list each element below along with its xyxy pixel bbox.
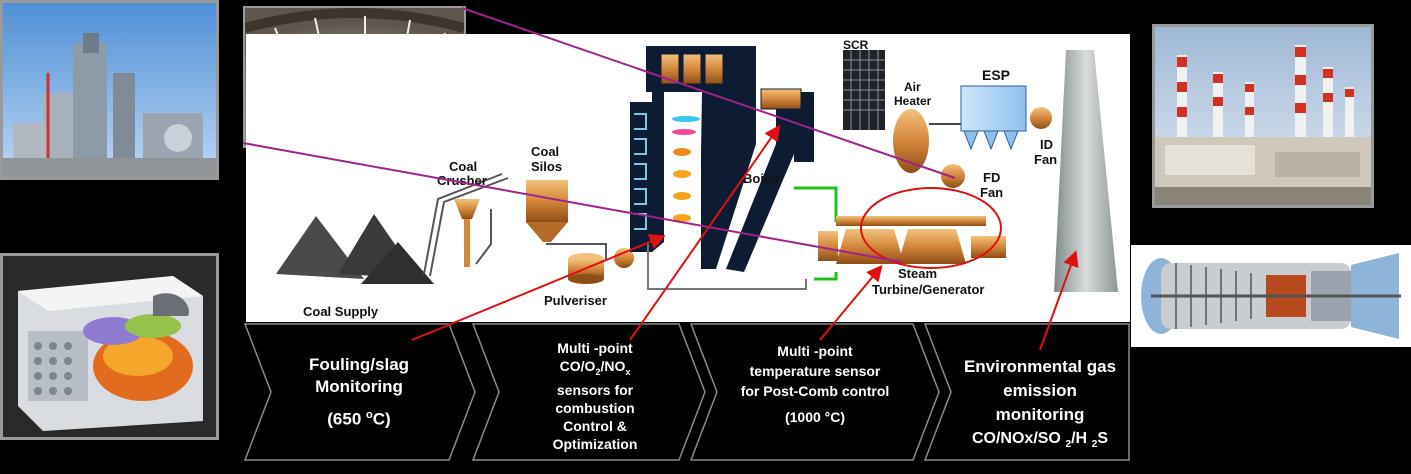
caption-combustion-line1: Multi -point (557, 340, 633, 356)
caption-combustion-gases: CO/O2/NOx (500, 357, 690, 381)
caption-fouling-slag: Fouling/slag Monitoring (650 oC) (270, 354, 448, 431)
esp-icon (960, 85, 1027, 151)
refinery-photo (0, 0, 219, 180)
coal-piles (276, 214, 434, 284)
caption-o2-sub: 2 (595, 366, 601, 377)
caption-fouling-line1: Fouling/slag (308, 355, 410, 374)
label-coal-silos-1: Coal (531, 144, 560, 159)
caption-emission-monitoring: Environmental gas emission monitoring CO… (935, 355, 1145, 457)
caption-temp-line2: temperature sensor (749, 363, 881, 379)
caption-emission-line1: Environmental gas (963, 357, 1117, 376)
label-air-heater-2: Heater (894, 94, 932, 108)
caption-fouling-line2: Monitoring (315, 377, 403, 396)
caption-fouling-temp: (650 oC) (270, 404, 448, 431)
pulveriser-icon (568, 248, 634, 284)
label-boiler: Boiler (743, 171, 780, 186)
caption-no: /NO (600, 358, 626, 374)
furnace-cutaway-photo (0, 253, 219, 440)
coal-silo-icon (526, 180, 568, 242)
scr-icon (843, 50, 885, 130)
label-id-fan-2: Fan (1034, 152, 1058, 167)
caption-nox-sub: x (625, 366, 631, 377)
label-id-fan-1: ID (1040, 137, 1053, 152)
caption-emission-line2: emission (1003, 381, 1077, 400)
label-fd-fan-2: Fan (980, 185, 1004, 200)
label-esp: ESP (982, 67, 1011, 83)
caption-chevron-band (243, 323, 1130, 461)
caption-h2-sub: 2 (1091, 439, 1098, 451)
caption-fouling-temp-value: (650 (327, 409, 367, 429)
caption-combustion-line5: Control & (563, 417, 627, 434)
label-fd-fan-1: FD (983, 170, 1001, 185)
caption-temp-line3: for Post-Comb control (740, 383, 890, 399)
caption-combustion-line6: Optimization (552, 435, 638, 452)
fd-fan-icon (941, 164, 965, 188)
label-scr: SCR (843, 38, 869, 52)
label-coal-silos-2: Silos (531, 159, 563, 174)
caption-temperature-sensor: Multi -point temperature sensor for Post… (710, 341, 920, 427)
chimney-stack-icon (1054, 50, 1118, 292)
label-air-heater-1: Air (904, 80, 921, 94)
boiler-icon (630, 46, 814, 272)
caption-combustion-sensors: Multi -point CO/O2/NOx sensors for combu… (500, 339, 690, 453)
coal-crusher-icon (454, 199, 480, 267)
caption-h: /H (1071, 430, 1092, 447)
caption-temp-line4: (1000 °C) (784, 409, 846, 425)
caption-fouling-degree: o (366, 409, 373, 421)
caption-co-nox-so: CO/NOx/SO (971, 430, 1066, 447)
caption-emission-line3: monitoring (995, 405, 1085, 424)
gas-turbine-image (1131, 245, 1411, 347)
power-plant-photo (1152, 24, 1374, 208)
caption-co-o: CO/O (559, 358, 596, 374)
caption-s: S (1097, 430, 1109, 447)
label-turbine-generator: Turbine/Generator (872, 282, 985, 297)
caption-combustion-line3: sensors for (556, 381, 634, 398)
caption-temp-line1: Multi -point (777, 343, 853, 359)
label-coal-crusher-1: Coal (449, 159, 478, 174)
air-heater-icon (893, 109, 961, 173)
label-coal-supply: Coal Supply (303, 304, 379, 319)
power-plant-diagram: Coal Supply Coal Crusher Coal Silos Pulv… (246, 34, 1130, 322)
caption-combustion-line4: combustion (555, 399, 635, 416)
label-pulveriser: Pulveriser (544, 293, 607, 308)
caption-so2-sub: 2 (1065, 439, 1072, 451)
label-coal-crusher-2: Crusher (437, 173, 487, 188)
caption-emission-gases: CO/NOx/SO 2/H 2S (935, 427, 1145, 457)
label-steam: Steam (898, 266, 938, 281)
id-fan-icon (1030, 107, 1052, 129)
caption-fouling-temp-unit: C) (372, 409, 391, 429)
